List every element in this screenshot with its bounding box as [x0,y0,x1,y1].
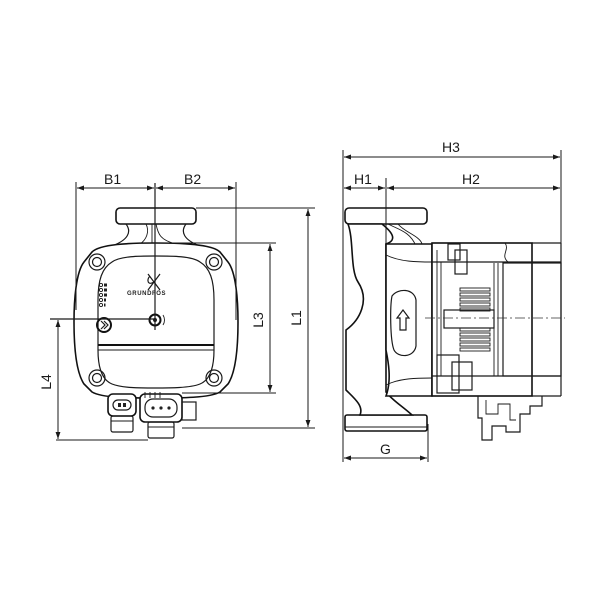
label-l1: L1 [288,310,304,326]
motor-body [431,242,533,397]
side-bottom-flange [344,414,428,432]
side-view [344,207,565,441]
flow-direction-arrow-icon [390,289,417,357]
mode-button-icon [96,317,112,333]
side-dimensions: H3 H1 H2 G [342,139,562,462]
front-dimensions: B1 B2 L1 L3 L4 [38,171,315,441]
mount-bolt-top-left [88,253,106,271]
mount-bolt-top-right [205,253,223,271]
pump-volute [345,223,415,416]
label-h2: H2 [462,171,480,187]
mount-bolt-bottom-left [88,369,106,387]
label-b2: B2 [184,171,201,187]
signal-connector [107,393,137,433]
label-b1: B1 [104,171,121,187]
mount-bolt-bottom-right [205,369,223,387]
side-connector [477,396,543,441]
grundfos-x-icon [147,273,161,291]
label-g: G [380,441,391,457]
label-l4: L4 [38,374,54,390]
label-l3: L3 [250,312,266,328]
front-view: GRUNDFOS [50,183,239,439]
top-flange [115,207,197,225]
label-h1: H1 [354,171,372,187]
label-h3: H3 [442,139,460,155]
cooling-fins [443,287,495,352]
grundfos-logo: GRUNDFOS [127,273,166,297]
brand-logo-text: GRUNDFOS [127,291,166,297]
control-panel [97,255,215,389]
led-indicators [98,282,107,308]
power-connector [139,392,197,439]
stator-housing [384,243,433,397]
